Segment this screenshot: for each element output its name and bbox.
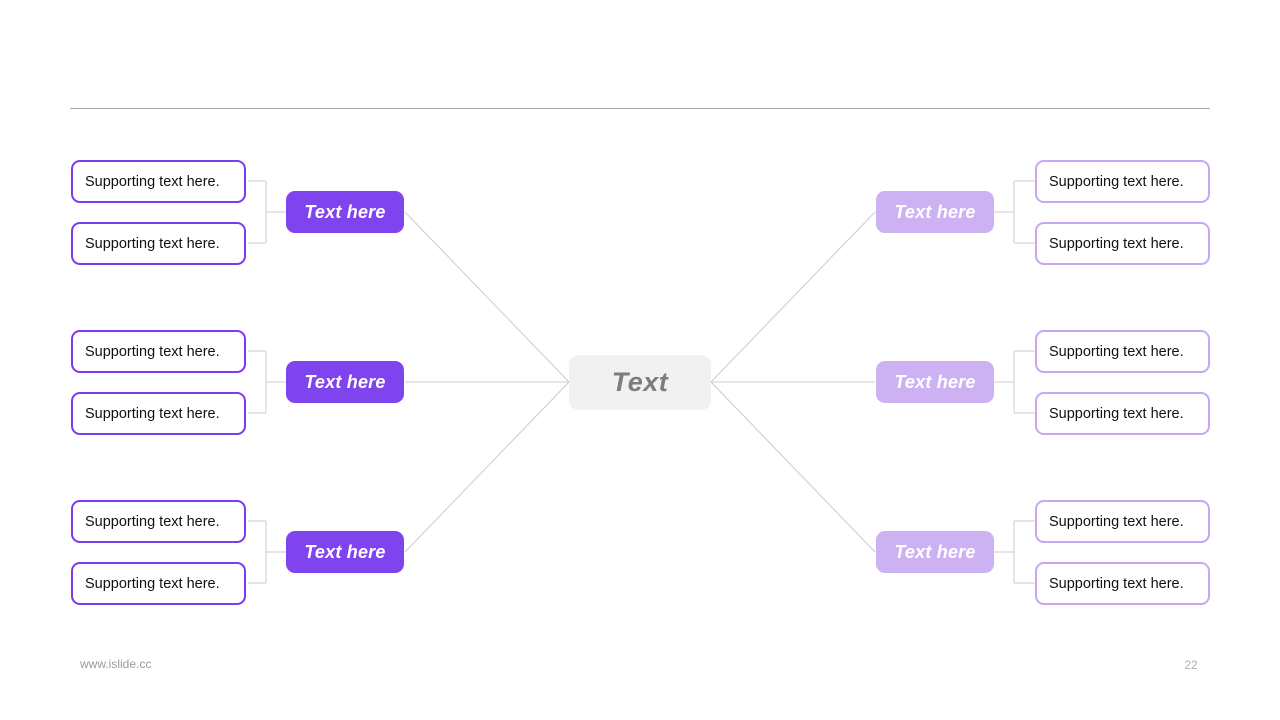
support-right-2-a[interactable]: Supporting text here.: [1035, 330, 1210, 373]
branch-right-1[interactable]: Text here: [876, 191, 994, 233]
support-right-3-a[interactable]: Supporting text here.: [1035, 500, 1210, 543]
support-text: Supporting text here.: [1049, 405, 1184, 422]
support-left-1-b[interactable]: Supporting text here.: [71, 222, 246, 265]
branch-right-2-label: Text here: [894, 371, 976, 392]
branch-left-3-label: Text here: [304, 541, 386, 562]
support-right-1-a[interactable]: Supporting text here.: [1035, 160, 1210, 203]
branch-right-1-label: Text here: [894, 201, 976, 222]
support-left-2-a[interactable]: Supporting text here.: [71, 330, 246, 373]
branch-right-2[interactable]: Text here: [876, 361, 994, 403]
branch-left-1[interactable]: Text here: [286, 191, 404, 233]
support-right-3-b[interactable]: Supporting text here.: [1035, 562, 1210, 605]
support-right-2-b[interactable]: Supporting text here.: [1035, 392, 1210, 435]
branch-left-2[interactable]: Text here: [286, 361, 404, 403]
support-text: Supporting text here.: [1049, 343, 1184, 360]
branch-left-1-label: Text here: [304, 201, 386, 222]
support-text: Supporting text here.: [1049, 513, 1184, 530]
header-divider: [70, 108, 1210, 109]
support-text: Supporting text here.: [85, 405, 220, 422]
footer-url: www.islide.cc: [80, 657, 152, 671]
support-left-1-a[interactable]: Supporting text here.: [71, 160, 246, 203]
center-node-label: Text: [611, 367, 669, 397]
support-left-3-b[interactable]: Supporting text here.: [71, 562, 246, 605]
support-text: Supporting text here.: [85, 575, 220, 592]
branch-right-3-label: Text here: [894, 541, 976, 562]
support-right-1-b[interactable]: Supporting text here.: [1035, 222, 1210, 265]
branch-left-2-label: Text here: [304, 371, 386, 392]
support-text: Supporting text here.: [85, 235, 220, 252]
support-text: Supporting text here.: [1049, 173, 1184, 190]
branch-right-3[interactable]: Text here: [876, 531, 994, 573]
support-left-3-a[interactable]: Supporting text here.: [71, 500, 246, 543]
support-left-2-b[interactable]: Supporting text here.: [71, 392, 246, 435]
page-number: 22: [1184, 658, 1198, 672]
support-text: Supporting text here.: [85, 173, 220, 190]
support-text: Supporting text here.: [85, 343, 220, 360]
branch-left-3[interactable]: Text here: [286, 531, 404, 573]
support-text: Supporting text here.: [1049, 235, 1184, 252]
support-text: Supporting text here.: [1049, 575, 1184, 592]
support-text: Supporting text here.: [85, 513, 220, 530]
center-node[interactable]: Text: [569, 355, 711, 410]
